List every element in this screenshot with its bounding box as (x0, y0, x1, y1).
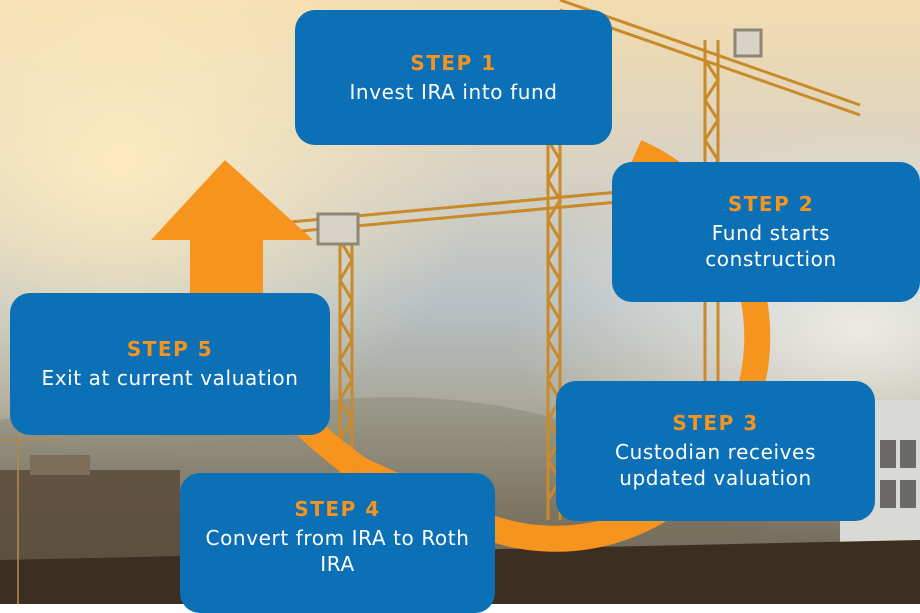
crane-left (316, 212, 360, 480)
step-3-box: STEP 3 Custodian receives updated valuat… (556, 381, 875, 521)
crane-far-left (0, 430, 60, 604)
step-2-box: STEP 2 Fund starts construction (612, 162, 920, 302)
step-2-label: STEP 2 (727, 192, 815, 216)
step-5-box: STEP 5 Exit at current valuation (10, 293, 330, 435)
step-1-box: STEP 1 Invest IRA into fund (295, 10, 612, 145)
step-5-text: Exit at current valuation (41, 366, 299, 390)
step-5-label: STEP 5 (126, 337, 214, 361)
step-3-label: STEP 3 (672, 411, 759, 435)
step-4-text: Convert from IRA to Roth IRA (205, 526, 470, 576)
step-1-label: STEP 1 (410, 50, 497, 75)
step-4-box: STEP 4 Convert from IRA to Roth IRA (180, 473, 495, 613)
step-3-text: Custodian receives updated valuation (615, 440, 816, 490)
step-1-text: Invest IRA into fund (349, 79, 558, 104)
cycle-arrowhead (151, 160, 313, 240)
step-2-text: Fund starts construction (705, 221, 837, 271)
step-4-label: STEP 4 (294, 497, 381, 521)
